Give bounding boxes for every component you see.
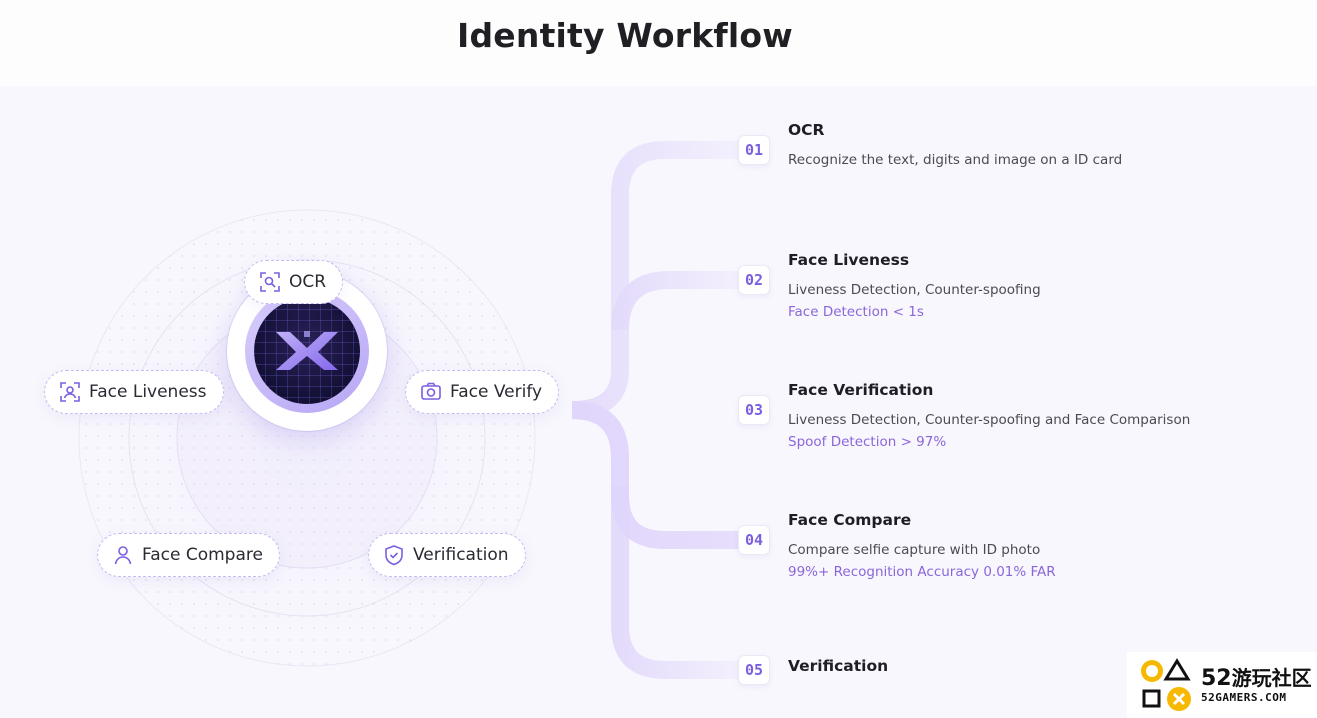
orbit-item-ocr[interactable]: OCR <box>244 260 344 304</box>
orbit-item-face-verify[interactable]: Face Verify <box>405 370 560 414</box>
watermark-en: 52GAMERS.COM <box>1201 691 1287 704</box>
orbit-item-label: Verification <box>413 545 509 565</box>
page-title: Identity Workflow <box>457 16 793 55</box>
orbit-item-face-liveness[interactable]: Face Liveness <box>44 370 224 414</box>
step-metric: 99%+ Recognition Accuracy 0.01% FAR <box>788 564 1056 580</box>
watermark-number: 52 <box>1201 666 1232 691</box>
step-number: 05 <box>738 655 770 685</box>
step-title: Face Verification <box>788 381 934 399</box>
step-number: 03 <box>738 395 770 425</box>
user-icon <box>112 544 134 566</box>
step-title: Face Compare <box>788 511 912 529</box>
camera-icon <box>420 381 442 403</box>
orbit-item-label: OCR <box>289 272 327 292</box>
scan-search-icon <box>259 271 281 293</box>
step-description: Compare selfie capture with ID photo <box>788 542 1041 558</box>
step-number: 04 <box>738 525 770 555</box>
step-title: Face Liveness <box>788 251 910 269</box>
step-description: Liveness Detection, Counter-spoofing <box>788 282 1041 298</box>
page-header: Identity Workflow <box>0 0 1317 86</box>
step-number: 01 <box>738 135 770 165</box>
orbit-item-label: Face Verify <box>450 382 543 402</box>
orbit-item-label: Face Compare <box>142 545 263 565</box>
orbit-item-face-compare[interactable]: Face Compare <box>97 533 280 577</box>
step-description: Liveness Detection, Counter-spoofing and… <box>788 412 1191 428</box>
watermark-logo: 52游玩社区 52GAMERS.COM <box>1127 652 1317 718</box>
step-metric: Spoof Detection > 97% <box>788 434 947 450</box>
step-title: Verification <box>788 657 889 675</box>
watermark-cn: 游玩社区 <box>1231 666 1312 690</box>
flow-connector <box>571 141 740 679</box>
xx-logo-icon <box>276 331 338 370</box>
step-title: OCR <box>788 121 825 139</box>
controller-buttons-icon <box>1141 658 1191 711</box>
center-core <box>254 298 360 404</box>
face-scan-icon <box>59 381 81 403</box>
step-number: 02 <box>738 265 770 295</box>
step-description: Recognize the text, digits and image on … <box>788 152 1123 168</box>
shield-check-icon <box>383 544 405 566</box>
orbit-item-verification[interactable]: Verification <box>368 533 526 577</box>
step-metric: Face Detection < 1s <box>788 304 924 320</box>
orbit-item-label: Face Liveness <box>89 382 207 402</box>
